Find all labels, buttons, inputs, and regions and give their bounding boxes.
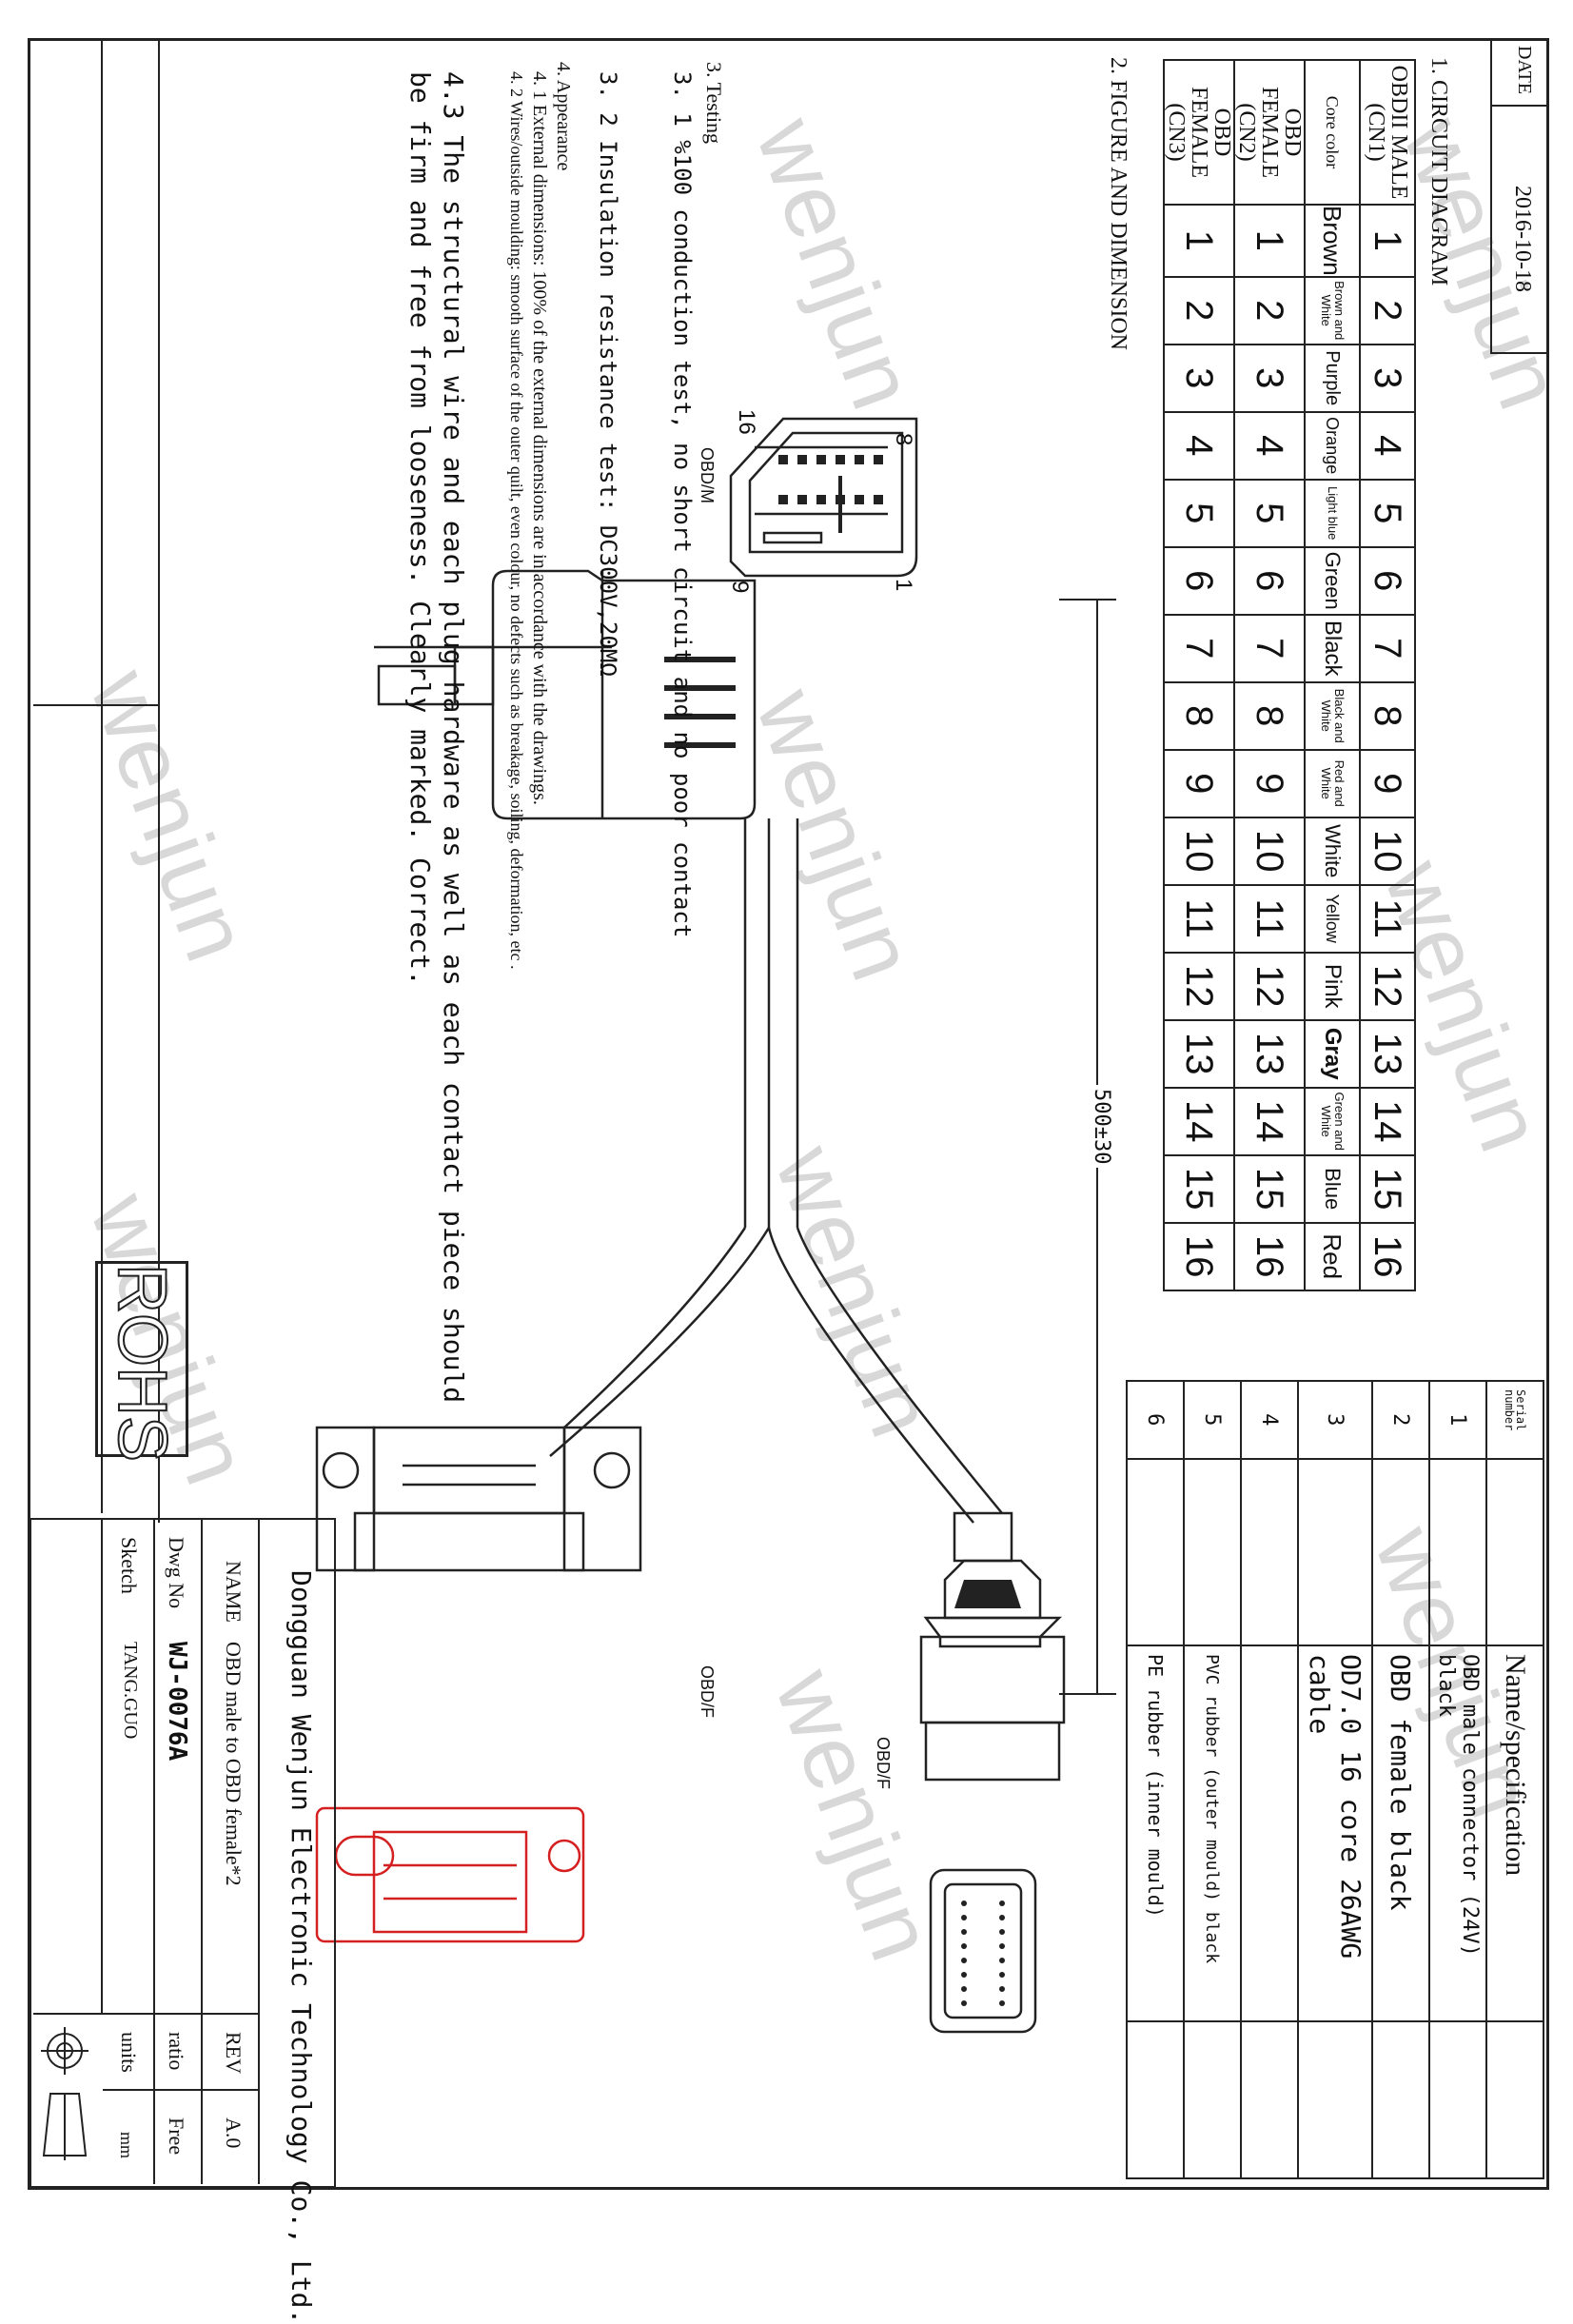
projection-symbol-icon (41, 2027, 88, 2160)
rev-value: A.0 (222, 2117, 246, 2149)
units-label: units (117, 2032, 141, 2073)
cable-trunk (549, 818, 1003, 1524)
obd-female-straight-connector (919, 1511, 1066, 1782)
note-4-3-cont: be firm and free from looseness. Clearly… (404, 71, 436, 986)
obd-female-label: OBD/F (874, 1737, 893, 1790)
drawing-sheet: wenjun wenjun wenjun wenjun wenjun wenju… (28, 38, 1573, 2324)
note-4-1: 4. 1 External dimensions: 100% of the ex… (529, 71, 550, 805)
testing-heading: 3. Testing (702, 62, 726, 145)
grip-ribs (664, 657, 736, 748)
appearance-heading: 4. Appearance (553, 62, 574, 171)
dwg-number: WJ-0076A (163, 1642, 191, 1762)
note-4-2: 4. 2 Wires/outside moulding: smooth surf… (507, 71, 526, 970)
obd-female-flange-connector (315, 1426, 642, 1572)
pin-label: 1 (891, 579, 916, 592)
units-value: mm (117, 2132, 136, 2159)
ratio-value: Free (165, 2117, 188, 2156)
obd-male-label: OBD/M (698, 447, 717, 504)
note-3-2: 3. 2 Insulation resistance test: DC300V,… (595, 71, 621, 677)
rotated-drawing-canvas: wenjun wenjun wenjun wenjun wenjun wenju… (28, 38, 1573, 2324)
face-pin-dots (961, 1901, 1005, 2006)
obd-female-red-outline (315, 1806, 585, 1943)
dwg-label: Dwg No (165, 1537, 188, 1609)
note-3-1: 3. 1 %100 conduction test, no short circ… (669, 71, 696, 938)
note-4-3: 4.3 The structural wire and each plug ha… (438, 71, 469, 1404)
rev-label: REV (222, 2032, 246, 2074)
name-label: NAME (222, 1561, 246, 1623)
length-dimension: 500±30 (1090, 1085, 1113, 1169)
pin-label: 8 (891, 433, 916, 446)
obd-female-face-view (929, 1868, 1037, 2034)
obd-male-end-view (729, 417, 918, 578)
ratio-label: ratio (165, 2032, 188, 2071)
obd-male-right-angle-connector (374, 569, 757, 820)
obd-female-label: OBD/F (698, 1665, 717, 1719)
company-name: Dongguan Wenjun Electronic Technology Co… (285, 1570, 317, 2324)
pin-label: 16 (734, 409, 759, 435)
sketch-label: Sketch (117, 1537, 141, 1594)
name-value: OBD male to OBD female*2 (222, 1642, 246, 1886)
sketch-value: TANG.GUO (120, 1642, 141, 1740)
pin-label: 9 (727, 581, 753, 594)
rohs-mark: ROHS (95, 1261, 188, 1463)
